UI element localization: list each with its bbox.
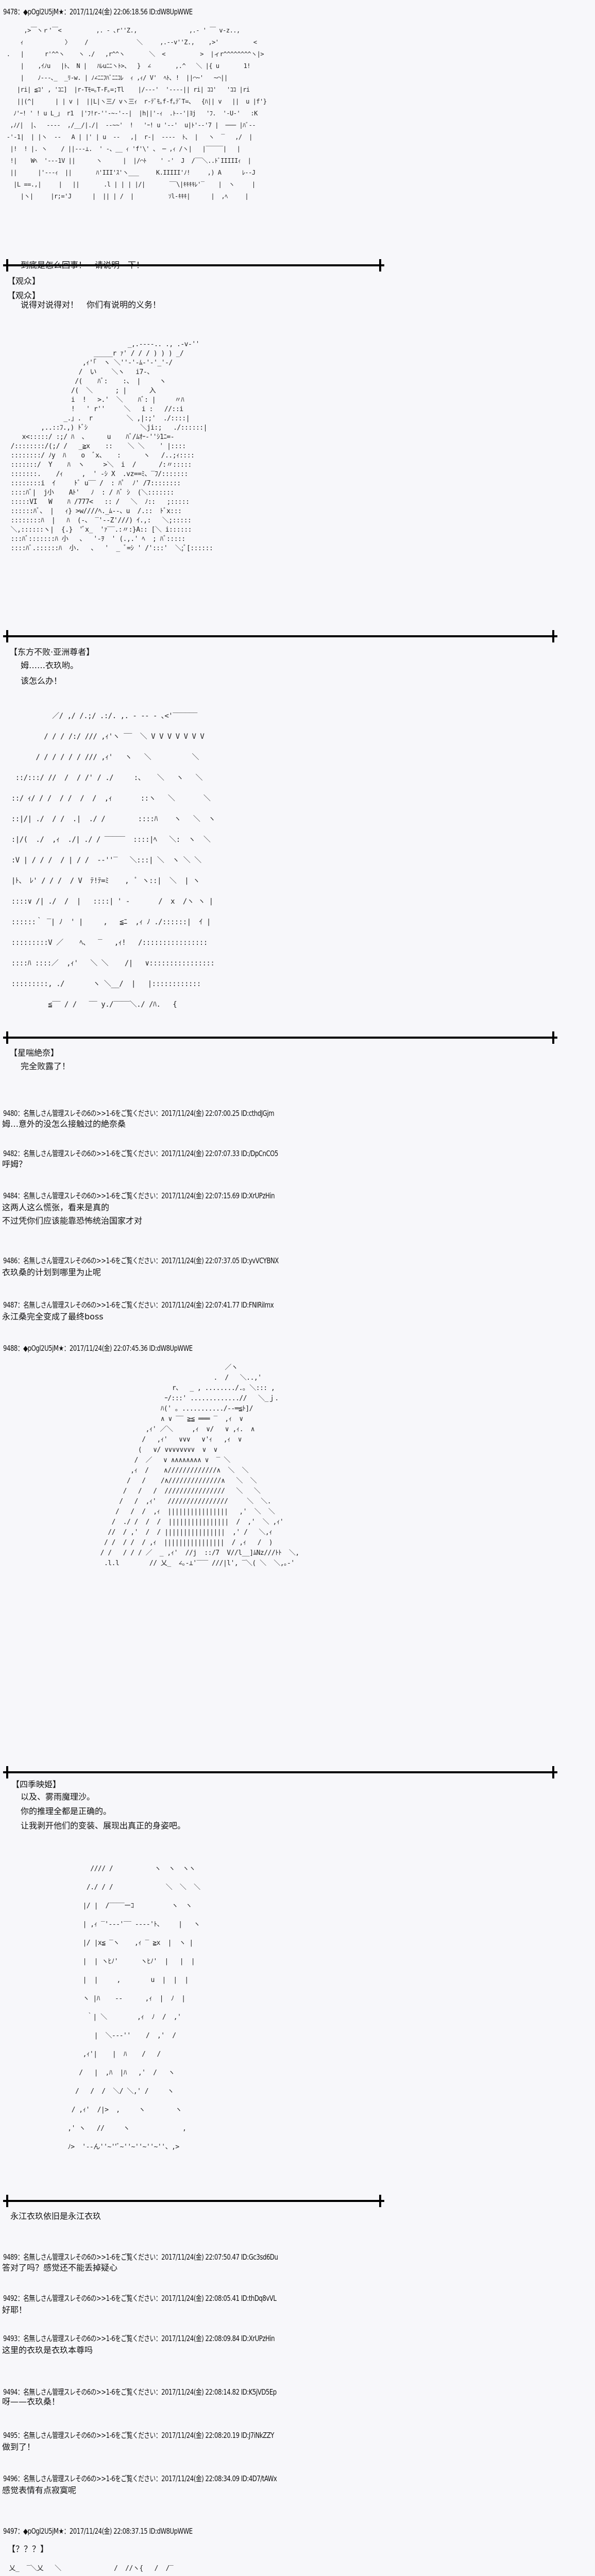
figure-ascii-art: _,.-‐--.. ., .-v-'' _____r ｧ' / / / ) ) … [10, 341, 213, 552]
speaker-label: 【四季映姫】 [11, 1780, 61, 1789]
dialogue-line: 说得对说得对！ 你们有说明的义务！ [21, 300, 161, 310]
post-header: 9489：名無しさん管理スレその6の>>1-6をご覧ください：2017/11/2… [3, 2252, 278, 2262]
post-header: 9480：名無しさん管理スレその6の>>1-6をご覧ください：2017/11/2… [3, 1109, 275, 1118]
dialogue-line: 姆……衣玖哟。 [21, 660, 79, 670]
post-header: 9488：◆pOgl2U5jM★：2017/11/24(金) 22:07:45.… [3, 1344, 193, 1353]
post-header: 9496：名無しさん管理スレその6の>>1-6をご覧ください：2017/11/2… [3, 2474, 277, 2483]
speaker-label: 【星喘絶奈】 [9, 1048, 59, 1058]
post-body-line: 姆…意外的没怎么接触过的絶奈桑 [2, 1119, 126, 1129]
post-body-line: 呼姆？ [2, 1159, 27, 1169]
post-body-line: 好耶！ [2, 2305, 27, 2315]
post-body-line: 这里的衣玖是衣玖本尊吗 [2, 2345, 93, 2355]
dialogue-line: 让我剥开他们的变装、展现出真正的身姿吧。 [21, 1821, 186, 1831]
dialogue-line: 到底是怎么回事！ 请说明一下！ [21, 260, 145, 270]
post-header: 9484：名無しさん管理スレその6の>>1-6をご覧ください：2017/11/2… [3, 1191, 275, 1200]
post-header: 9495：名無しさん管理スレその6の>>1-6をご覧ください：2017/11/2… [3, 2431, 274, 2440]
post-body-line: 做到了！ [2, 2442, 36, 2452]
robed-figure-ascii-art: 乂_ ‾＼乂 ＼ / //ヽ{ / /‾ ー-ﾐ ヽ ⌒＼ ヽﾄ、 ﾃ‾ヽ /{… [9, 2565, 174, 2572]
post-header: 9482：名無しさん管理スレその6の>>1-6をご覧ください：2017/11/2… [3, 1149, 278, 1158]
panel-separator [3, 1766, 557, 1778]
post-body-line: 不过凭你们应该能靠恐怖统治国家才对 [2, 1216, 143, 1226]
post-body-line: 感觉表情有点寂寞呢 [2, 2485, 77, 2495]
post-header: 9492：名無しさん管理スレその6の>>1-6をご覧ください：2017/11/2… [3, 2294, 277, 2303]
panel-separator [3, 2195, 384, 2207]
post-header: 9497：◆pOgl2U5jM★：2017/11/24(金) 22:08:37.… [3, 2527, 193, 2536]
panel-separator [3, 259, 384, 272]
dialogue-line: 完全败露了！ [21, 1061, 71, 1071]
speaker-label: 【东方不败·亚洲尊者】 [9, 647, 95, 657]
narration: 永江衣玖依旧是永江衣玖 [10, 2211, 101, 2221]
panel-separator [3, 630, 557, 642]
dialogue-line: 你的推理全都是正确的。 [21, 1806, 112, 1816]
post-body-line: 永江桑完全变成了最终boss [2, 1312, 104, 1321]
speaker-label: 【观众】 [7, 291, 41, 300]
dialogue-line: 该怎么办！ [21, 676, 62, 686]
post-header: 9494：名無しさん管理スレその6の>>1-6をご覧ください：2017/11/2… [3, 2387, 277, 2397]
post-body-line: 答对了吗？感觉还不能丢掉疑心 [2, 2263, 118, 2273]
speaker-label: 【观众】 [7, 276, 41, 286]
post-body-line: 这两人这么慌张，看来是真的 [2, 1202, 110, 1212]
post-header: 9493：名無しさん管理スレその6の>>1-6をご覧ください：2017/11/2… [3, 2334, 275, 2343]
group-ascii-art: ,>￣ヽｒ'￣< ,. - ､r''Z., ,.- ' ￣ v-z.., ｨ 〉… [6, 27, 267, 200]
post-header: 9487：名無しさん管理スレその6の>>1-6をご覧ください：2017/11/2… [3, 1300, 274, 1310]
shikieiki-ascii-art: ／ヽ . / ＼..,' r、 _ , ......../.｡ ＼::: , ｰ… [100, 1364, 300, 1567]
speaker-label: 【？？？】 [7, 2544, 49, 2554]
post-header: 9486：名無しさん管理スレその6の>>1-6をご覧ください：2017/11/2… [3, 1256, 279, 1265]
post-header: 9478：◆pOgl2U5jM★：2017/11/24(金) 22:06:18.… [3, 7, 193, 16]
panel-separator [3, 1031, 557, 1044]
iku-ascii-art: //// / ヽ ヽ ヽヽ /./ / / ＼ ＼ ＼ |/ | /‾‾‾‾ーｺ… [67, 1865, 200, 2151]
dialogue-line: 以及、雾雨魔理沙。 [21, 1792, 95, 1802]
post-body-line: 呀——衣玖桑！ [2, 2397, 60, 2406]
figure-ascii-art: ／/ ,/ /.;/ .:/. ,. - ‐‐ - ､<'‾‾‾‾‾‾ / / … [11, 712, 215, 1009]
post-body-line: 衣玖桑的计划到哪里为止呢 [2, 1267, 101, 1277]
